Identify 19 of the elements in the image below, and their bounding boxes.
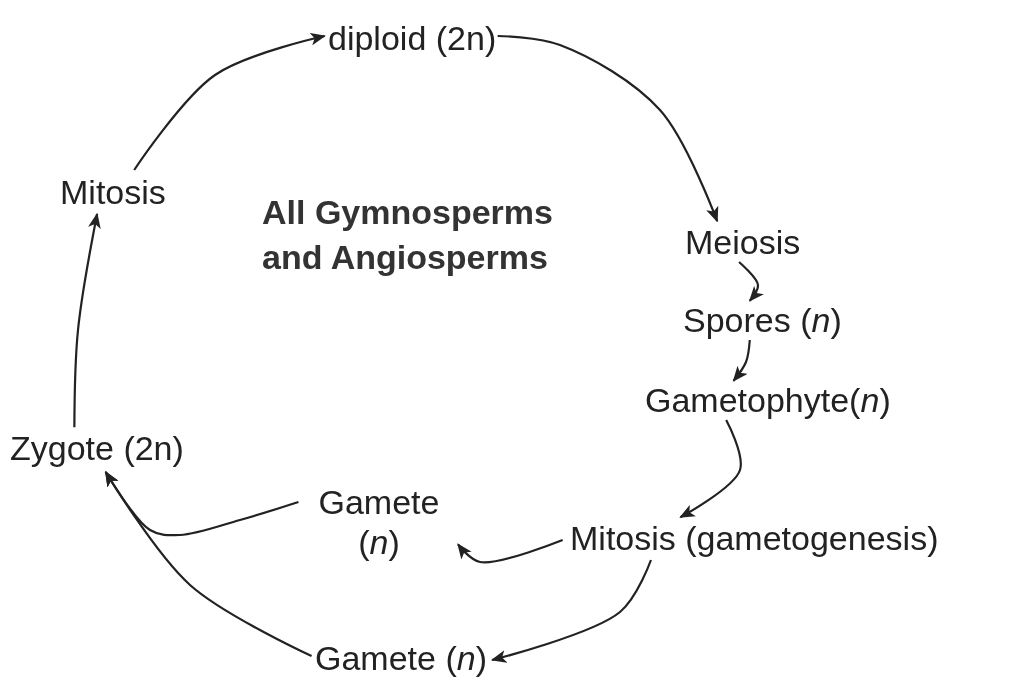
- cycle-arrow: [679, 419, 742, 519]
- cycle-arrow: [490, 559, 652, 663]
- stage-label: Mitosis (gametogenesis): [570, 518, 939, 558]
- cycle-arrow: [133, 32, 326, 171]
- cycle-arrow: [738, 261, 764, 302]
- stage-label: diploid (2n): [328, 18, 497, 58]
- cycle-arrow: [104, 470, 313, 657]
- cycle-arrow: [73, 212, 101, 428]
- cycle-arrow: [457, 538, 564, 564]
- stage-label: Meiosis: [685, 222, 801, 262]
- stage-label: Gamete (n): [300, 482, 458, 562]
- stage-label: Gametophyte(n): [645, 380, 891, 420]
- stage-label: Zygote (2n): [10, 428, 184, 468]
- center-heading: All Gymnosperms and Angiosperms: [262, 192, 554, 278]
- cycle-arrow: [497, 34, 719, 223]
- cycle-arrow: [732, 339, 751, 382]
- stage-label: Spores (n): [683, 300, 842, 340]
- stage-label: Gamete (n): [315, 638, 487, 678]
- stage-label: Mitosis: [60, 172, 166, 212]
